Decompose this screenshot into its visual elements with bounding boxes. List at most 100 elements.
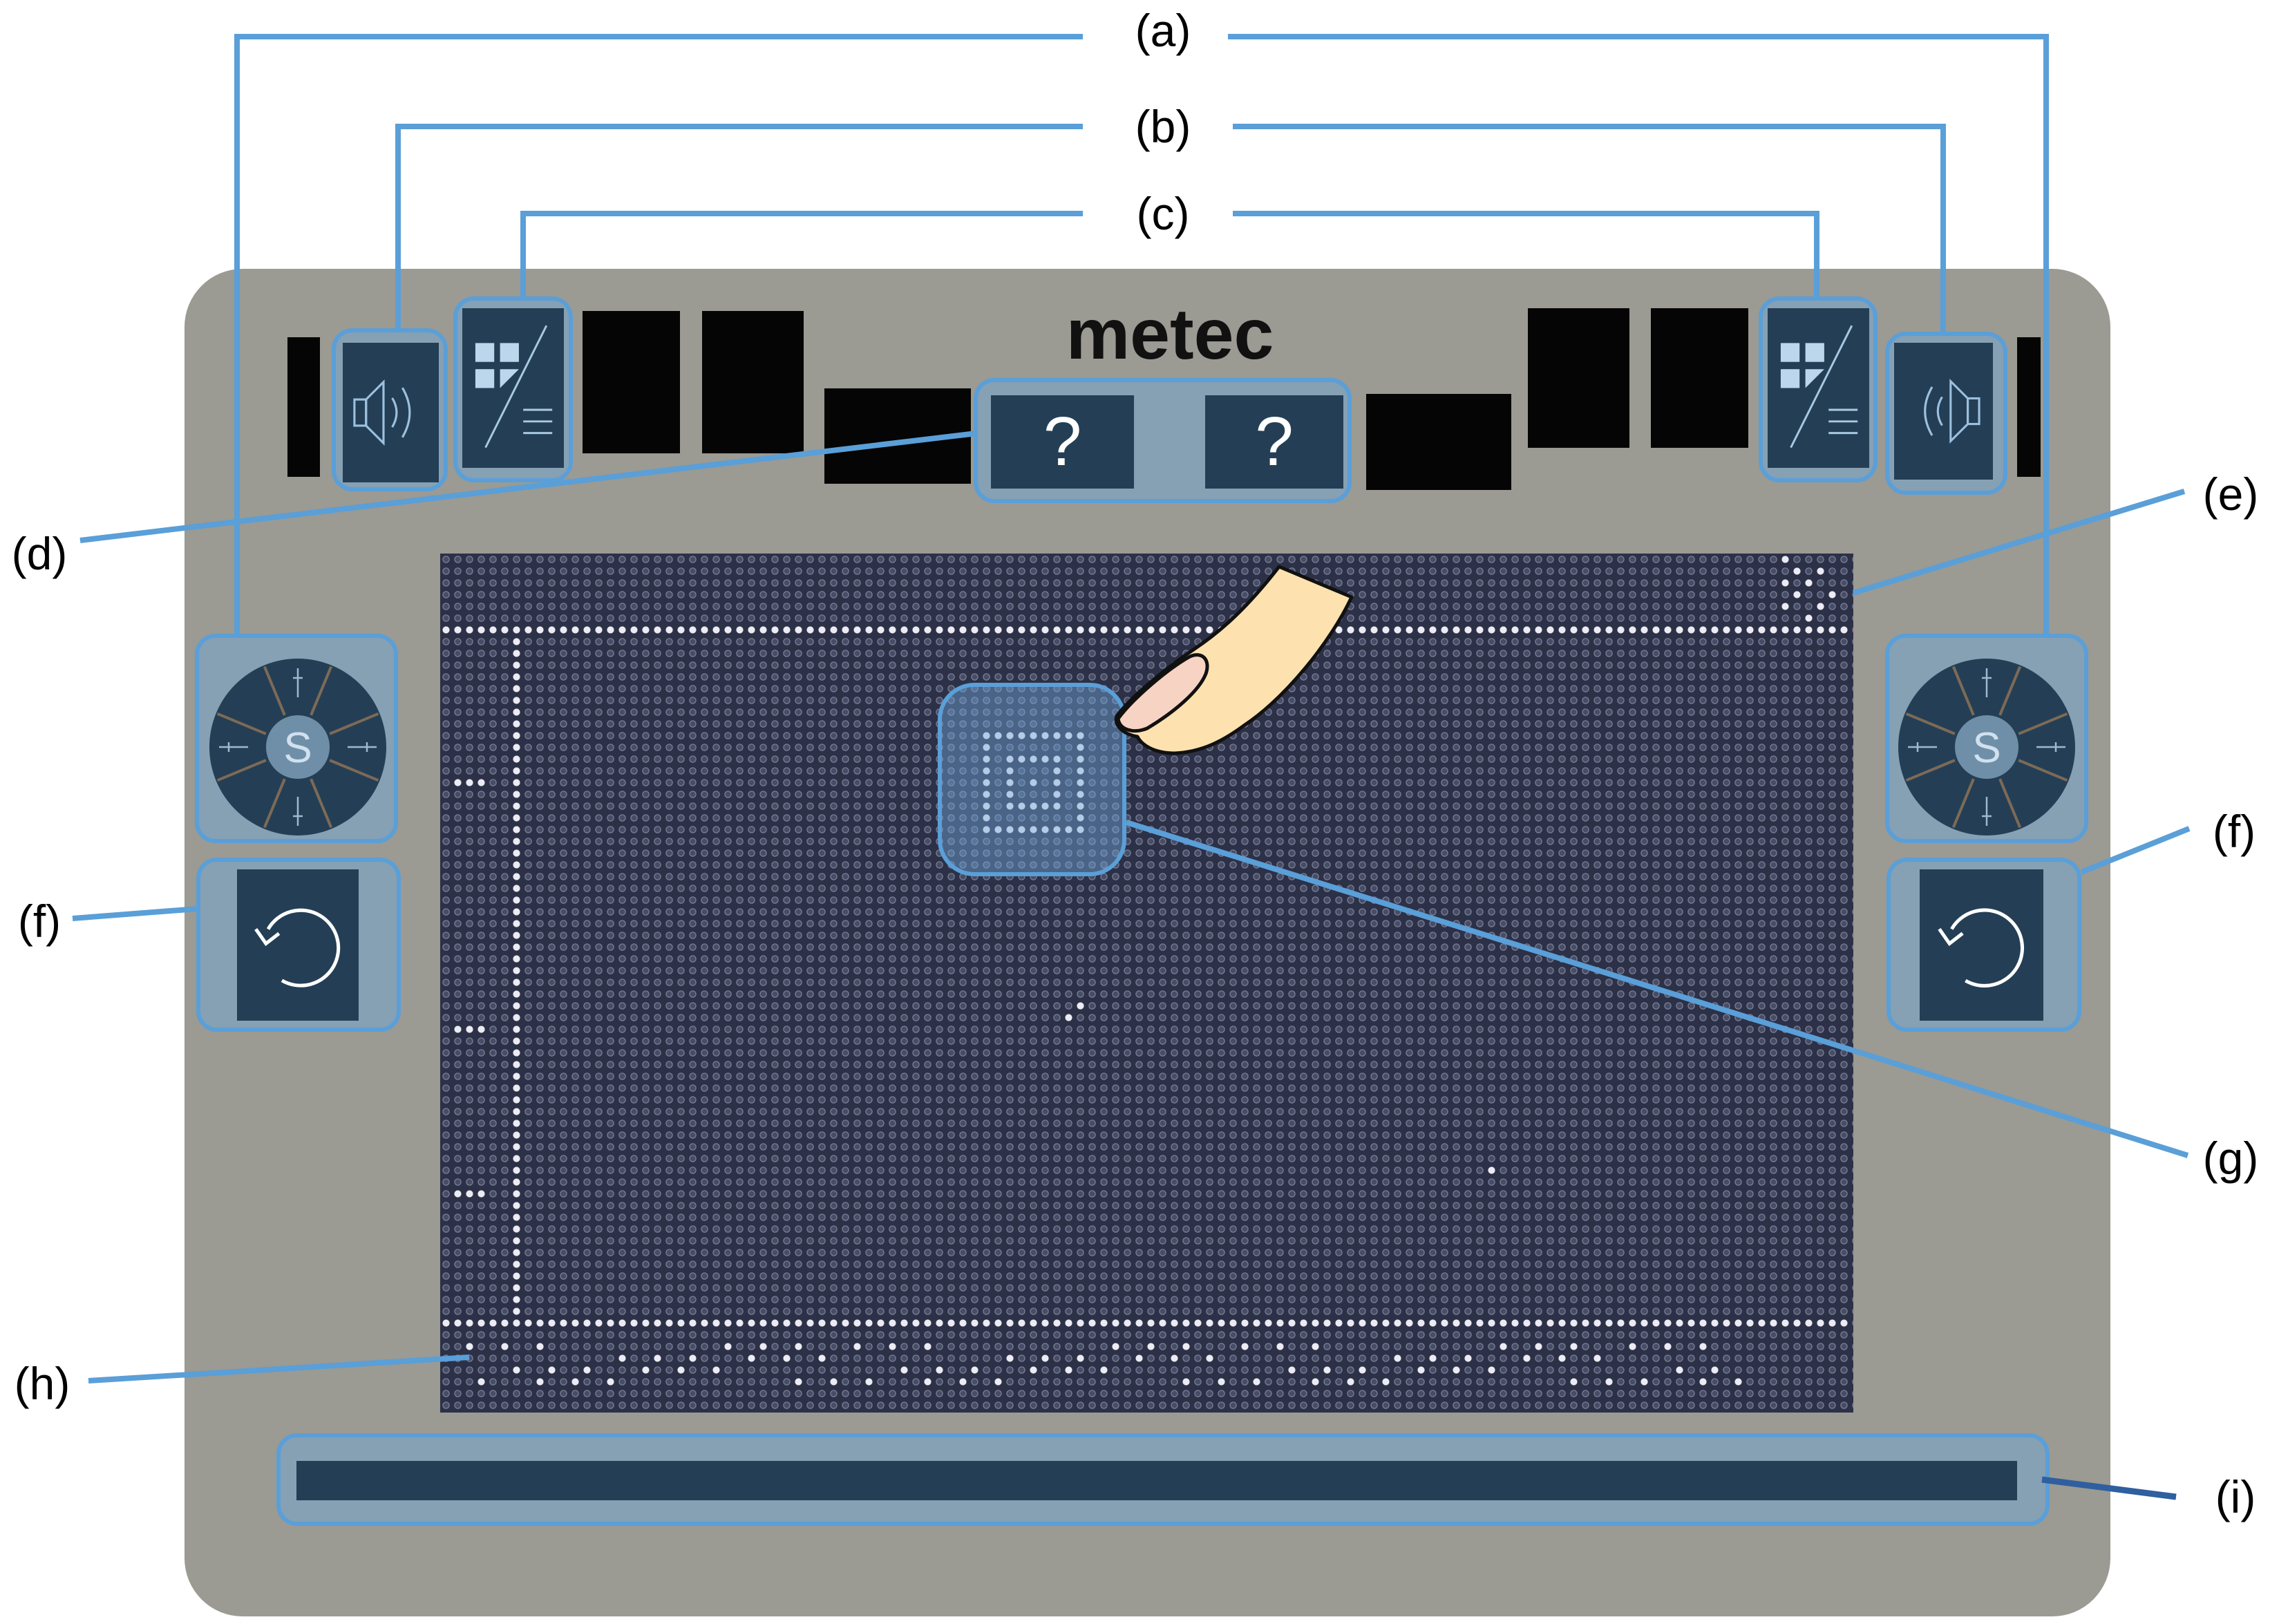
undo-icon <box>1938 908 2024 988</box>
raised-pin <box>818 1354 826 1362</box>
raised-pin <box>1053 767 1061 775</box>
raised-pin <box>477 1190 485 1198</box>
raised-pin <box>1077 1354 1084 1362</box>
raised-pin <box>983 744 990 751</box>
callout-label-a: (a) <box>1135 5 1191 56</box>
raised-pin <box>1006 791 1014 798</box>
raised-pin <box>865 1378 873 1386</box>
raised-pin <box>1135 1354 1143 1362</box>
help-button-right[interactable]: ? <box>1205 395 1343 489</box>
callout-label-f-left: (f) <box>17 896 62 947</box>
raised-pin <box>1793 591 1801 598</box>
tactile-pin-display[interactable] <box>440 554 1853 1413</box>
raised-pin <box>1171 1354 1178 1362</box>
volume-button-right[interactable] <box>1894 343 1993 480</box>
undo-control-right <box>1886 858 2081 1032</box>
callout-label-i: (i) <box>2215 1471 2256 1522</box>
volume-control-right <box>1885 332 2007 495</box>
raised-pin <box>1041 1354 1049 1362</box>
raised-pin <box>654 1354 661 1362</box>
raised-pin <box>548 1366 556 1374</box>
raised-pin <box>1429 1354 1437 1362</box>
raised-pin <box>1147 1343 1155 1350</box>
raised-pin <box>1781 579 1789 587</box>
raised-pin <box>1488 1167 1495 1174</box>
raised-pin <box>889 1343 896 1350</box>
raised-pin <box>466 1026 473 1033</box>
callout-label-f-right: (f) <box>2212 806 2256 857</box>
raised-pin <box>1605 1378 1613 1386</box>
lowered-pins <box>440 554 1853 1413</box>
raised-pin <box>1053 732 1061 739</box>
raised-pin <box>1805 579 1813 587</box>
undo-button-left[interactable] <box>237 869 359 1021</box>
callout-label-h: (h) <box>14 1358 70 1409</box>
navigation-center-button[interactable] <box>266 715 330 779</box>
raised-pin <box>1041 826 1049 833</box>
raised-pin <box>1077 744 1084 751</box>
raised-pin <box>1077 814 1084 822</box>
raised-pin <box>1417 1366 1425 1374</box>
raised-pin <box>1523 1354 1531 1362</box>
raised-pin <box>1241 1343 1249 1350</box>
raised-pin <box>795 1378 802 1386</box>
raised-pin <box>1030 732 1037 739</box>
raised-line-left <box>511 636 522 1317</box>
layout-toggle-button-left[interactable] <box>462 308 564 468</box>
raised-pin <box>983 791 990 798</box>
raised-pin <box>1781 603 1789 610</box>
focus-region <box>938 683 1126 876</box>
raised-pin <box>677 1366 685 1374</box>
raised-pin <box>1500 1343 1507 1350</box>
raised-pin <box>1053 779 1061 786</box>
raised-pin <box>1077 826 1084 833</box>
layout-toggle-button-right[interactable] <box>1768 308 1869 468</box>
hardware-block <box>1528 308 1629 448</box>
navigation-wheel-icon[interactable]: S <box>208 657 388 837</box>
raised-pin <box>724 1343 732 1350</box>
volume-button-left[interactable] <box>343 343 439 482</box>
raised-pin <box>1030 826 1037 833</box>
undo-icon <box>254 908 341 988</box>
raised-pin <box>1053 802 1061 810</box>
hardware-block <box>824 388 971 484</box>
raised-pin <box>1734 1378 1742 1386</box>
raised-pin <box>1041 732 1049 739</box>
raised-pin <box>983 779 990 786</box>
raised-pin <box>924 1378 932 1386</box>
raised-pin <box>983 802 990 810</box>
bottom-bar-button[interactable] <box>296 1461 2017 1500</box>
raised-pin <box>1629 1343 1636 1350</box>
callout-label-c: (c) <box>1136 188 1190 239</box>
raised-pin <box>513 1366 520 1374</box>
help-button-left[interactable]: ? <box>991 395 1134 489</box>
raised-pin <box>454 1190 462 1198</box>
raised-pin <box>1065 826 1072 833</box>
raised-pin <box>454 779 462 786</box>
raised-pin <box>1030 1366 1037 1374</box>
raised-pin <box>795 1343 802 1350</box>
raised-pin <box>1664 1343 1672 1350</box>
navigation-center-button[interactable] <box>1955 715 2018 779</box>
raised-pin <box>936 1366 943 1374</box>
callout-label-e: (e) <box>2202 469 2259 520</box>
raised-pin <box>466 779 473 786</box>
raised-pin <box>971 1366 978 1374</box>
raised-pin <box>536 1378 544 1386</box>
navigation-wheel-icon[interactable]: S <box>1897 657 2077 837</box>
raised-pin <box>1359 1366 1366 1374</box>
raised-pin <box>1312 1378 1319 1386</box>
raised-pin <box>853 1343 861 1350</box>
raised-pin <box>1030 802 1037 810</box>
hardware-bar-right <box>2017 337 2041 477</box>
raised-pin <box>477 1378 485 1386</box>
speaker-icon <box>1924 378 1980 444</box>
raised-pin <box>1006 779 1014 786</box>
help-controls: ? ? <box>974 378 1352 503</box>
raised-pin <box>1793 567 1801 575</box>
raised-pin <box>1711 1366 1719 1374</box>
raised-pin <box>1312 1343 1319 1350</box>
raised-pin <box>1347 1378 1354 1386</box>
undo-button-right[interactable] <box>1920 869 2043 1021</box>
raised-pin <box>1676 1366 1683 1374</box>
